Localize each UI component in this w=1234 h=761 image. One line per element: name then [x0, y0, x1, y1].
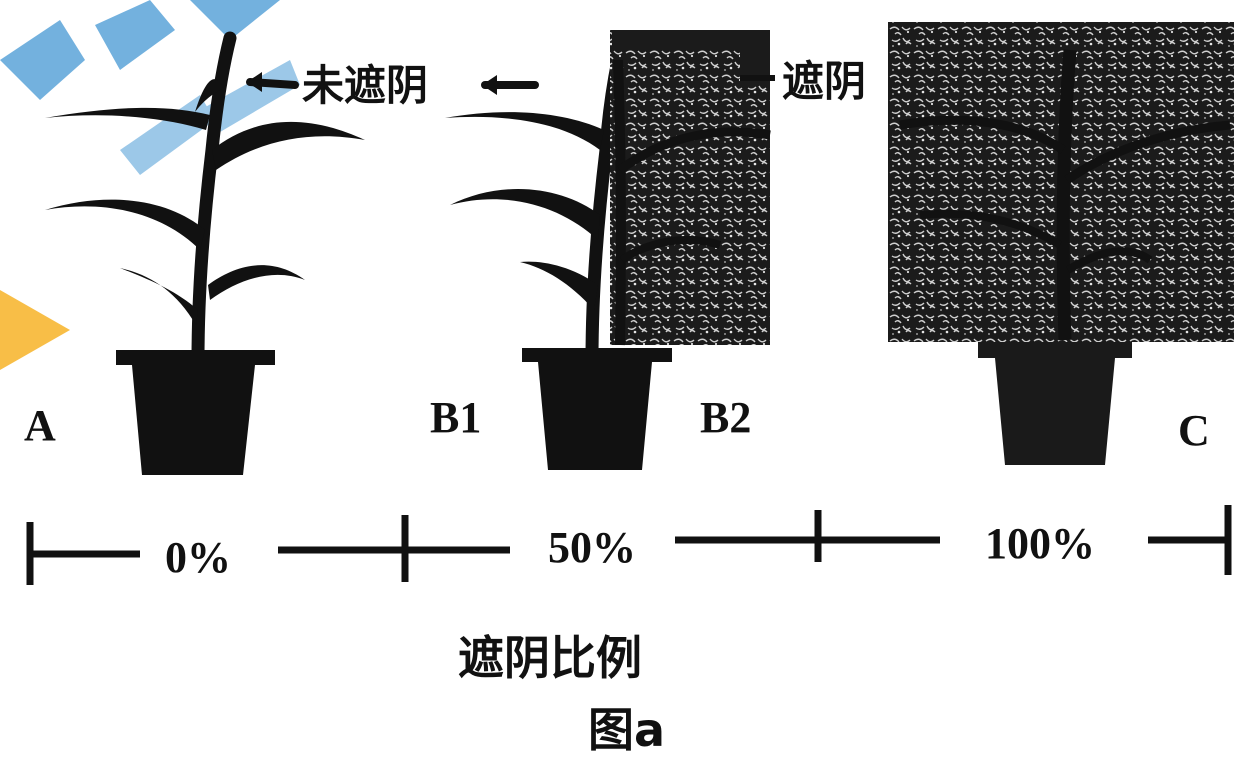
label-arrows — [246, 72, 775, 95]
scale-tick-100: 100% — [985, 519, 1095, 568]
figure-caption: 图a — [588, 703, 666, 757]
plant-c-label: C — [1178, 406, 1210, 455]
plant-a-label: A — [24, 401, 56, 450]
plant-b2-label: B2 — [700, 393, 752, 442]
plant-c — [888, 22, 1234, 465]
scale-tick-0: 0% — [165, 533, 231, 582]
shaded-label: 遮阴 — [778, 48, 871, 109]
scale-title: 遮阴比例 — [458, 631, 642, 685]
plant-a — [45, 31, 365, 475]
watermark — [0, 0, 300, 370]
plant-b — [445, 30, 771, 470]
plant-b1-label: B1 — [430, 393, 482, 442]
shading-scale — [26, 505, 1232, 585]
scale-tick-50: 50% — [548, 523, 636, 572]
unshaded-label: 未遮阴 — [302, 61, 429, 110]
